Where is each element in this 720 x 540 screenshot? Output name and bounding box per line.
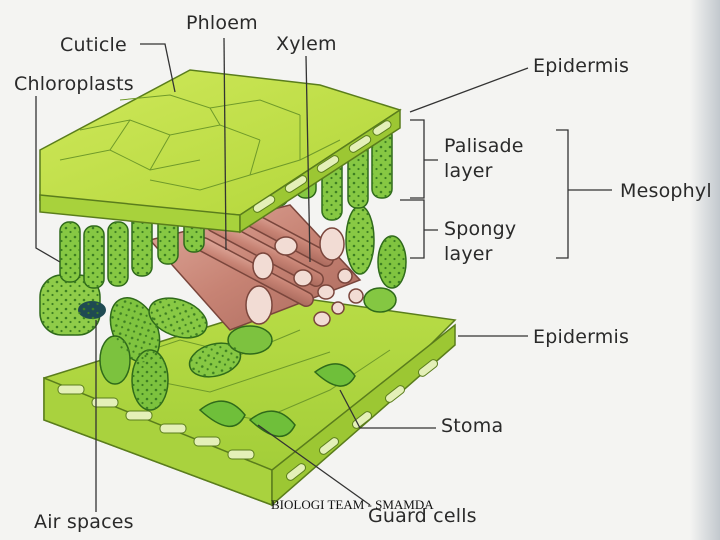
leader-epidermis-top — [409, 67, 529, 113]
leader-xylem — [305, 55, 311, 263]
leader-lines — [35, 37, 612, 512]
label-chloroplasts: Chloroplasts — [14, 73, 134, 95]
leader-guard-cells — [257, 424, 371, 506]
label-palisade-layer: Palisade layer — [444, 134, 524, 184]
label-palisade-line1: Palisade — [444, 135, 524, 157]
label-palisade-line2: layer — [444, 160, 493, 182]
leader-stoma — [339, 389, 436, 429]
leader-cuticle — [140, 43, 176, 93]
page-edge-shadow — [690, 0, 720, 540]
label-epidermis-top: Epidermis — [533, 55, 630, 77]
label-spongy-line2: layer — [444, 243, 493, 265]
guard-cells — [198, 363, 356, 437]
label-spongy-line1: Spongy — [444, 218, 517, 240]
label-air-spaces: Air spaces — [34, 511, 134, 533]
label-stoma: Stoma — [441, 415, 504, 437]
leader-phloem — [223, 37, 227, 251]
label-spongy-layer: Spongy layer — [444, 217, 516, 267]
label-xylem: Xylem — [276, 33, 337, 55]
label-guard-cells: Guard cells — [368, 505, 477, 527]
label-cuticle: Cuticle — [60, 34, 127, 56]
bracket-mesophyll — [556, 129, 612, 259]
footer-credit: BIOLOGI TEAM - SMAMDA — [271, 497, 434, 512]
leader-chloroplasts — [35, 96, 61, 263]
label-mesophyll: Mesophyl — [620, 180, 712, 202]
upper-epidermis — [39, 69, 402, 234]
label-phloem: Phloem — [186, 12, 258, 34]
bracket-spongy — [400, 199, 438, 259]
label-epidermis-bottom: Epidermis — [533, 326, 630, 348]
bracket-palisade — [410, 119, 438, 199]
spongy-mesophyll — [39, 205, 407, 411]
